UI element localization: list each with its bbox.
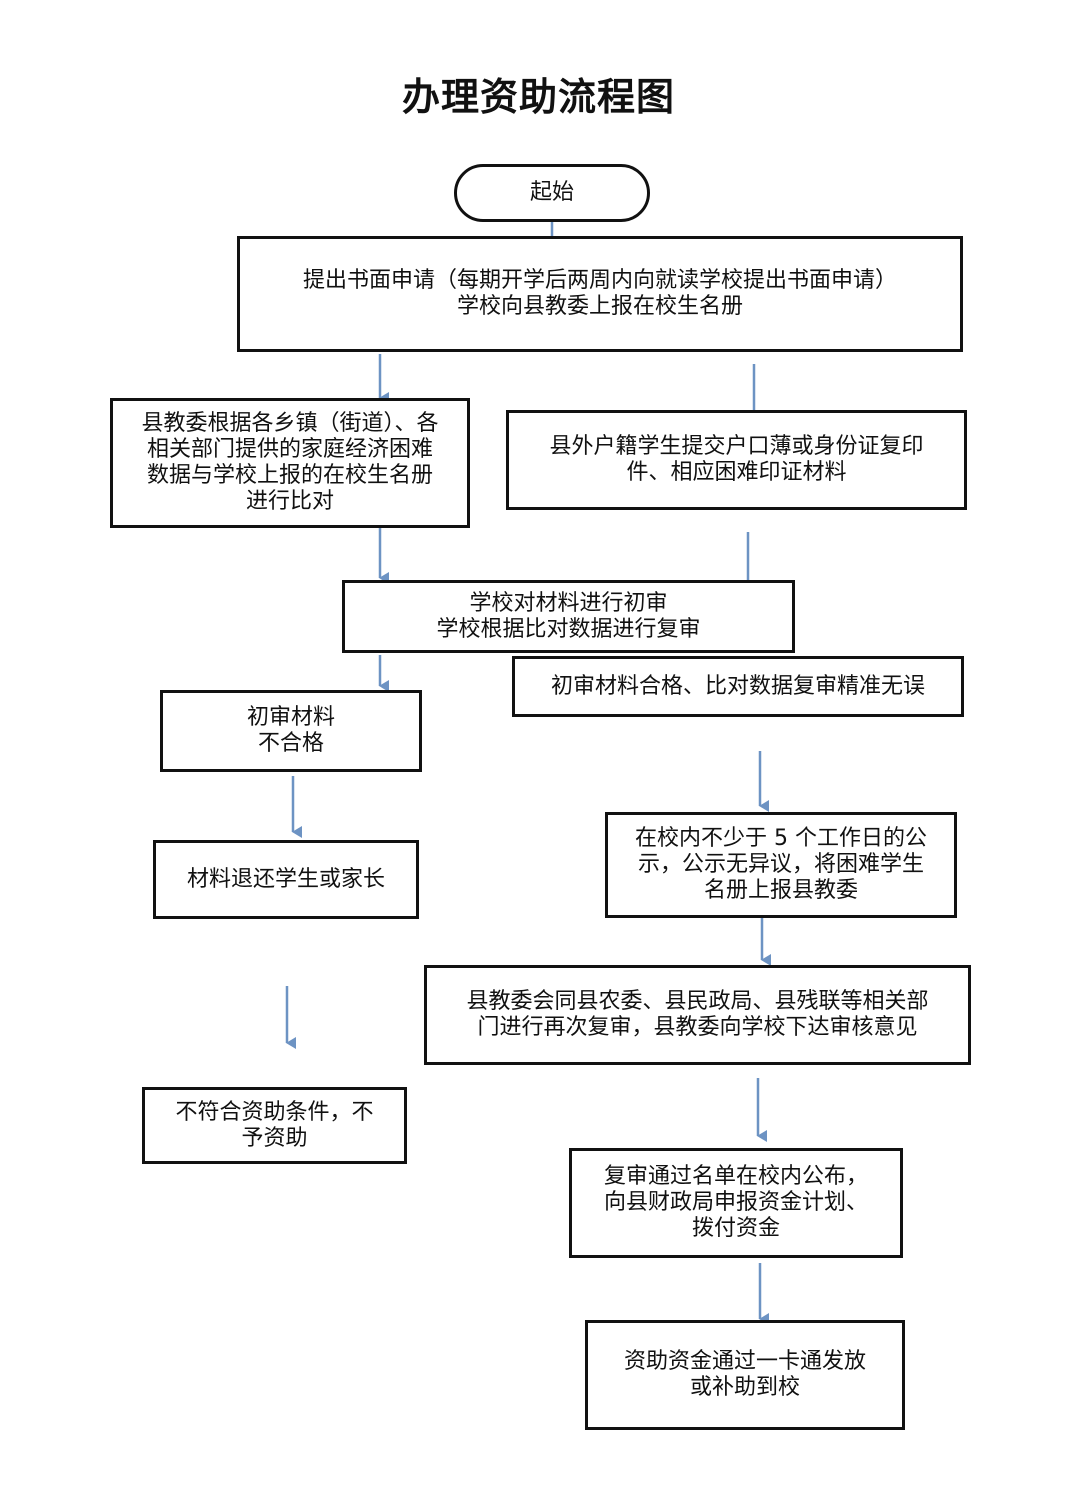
publicity-node: 在校内不少于 5 个工作日的公 示，公示无异议，将困难学生 名册上报县教委: [605, 812, 957, 918]
compare-node-label: 县教委根据各乡镇（街道）、各 相关部门提供的家庭经济困难 数据与学校上报的在校生…: [141, 411, 439, 514]
return-node-label: 材料退还学生或家长: [186, 866, 385, 892]
not-eligible-node-label: 不符合资助条件，不 予资助: [175, 1099, 374, 1151]
start-node-label: 起始: [529, 180, 574, 205]
flowchart-title: 办理资助流程图: [401, 74, 675, 119]
joint-review-node: 县教委会同县农委、县民政局、县残联等相关部 门进行再次复审，县教委向学校下达审核…: [424, 965, 971, 1065]
disburse-node-label: 资助资金通过一卡通发放 或补助到校: [623, 1349, 866, 1400]
apply-node-label: 提出书面申请（每期开学后两周内向就读学校提出书面申请） 学校向县教委上报在校生名…: [302, 268, 897, 319]
start-node: 起始: [454, 164, 650, 222]
not-eligible-node: 不符合资助条件，不 予资助: [142, 1087, 407, 1164]
return-node: 材料退还学生或家长: [153, 840, 419, 919]
fail-node-label: 初审材料 不合格: [246, 705, 335, 756]
review-node: 学校对材料进行初审 学校根据比对数据进行复审: [342, 580, 795, 653]
nonlocal-node-label: 县外户籍学生提交户口薄或身份证复印 件、相应困难印证材料: [549, 434, 924, 485]
pass-node-label: 初审材料合格、比对数据复审精准无误: [550, 673, 925, 699]
joint-review-node-label: 县教委会同县农委、县民政局、县残联等相关部 门进行再次复审，县教委向学校下达审核…: [466, 989, 929, 1040]
fail-node: 初审材料 不合格: [160, 690, 422, 772]
compare-node: 县教委根据各乡镇（街道）、各 相关部门提供的家庭经济困难 数据与学校上报的在校生…: [110, 398, 470, 528]
apply-node: 提出书面申请（每期开学后两周内向就读学校提出书面申请） 学校向县教委上报在校生名…: [237, 236, 963, 352]
nonlocal-node: 县外户籍学生提交户口薄或身份证复印 件、相应困难印证材料: [506, 410, 967, 510]
announce-node: 复审通过名单在校内公布， 向县财政局申报资金计划、 拨付资金: [569, 1148, 903, 1258]
publicity-node-label: 在校内不少于 5 个工作日的公 示，公示无异议，将困难学生 名册上报县教委: [635, 826, 927, 903]
pass-node: 初审材料合格、比对数据复审精准无误: [512, 656, 964, 717]
disburse-node: 资助资金通过一卡通发放 或补助到校: [585, 1320, 905, 1430]
review-node-label: 学校对材料进行初审 学校根据比对数据进行复审: [436, 590, 701, 642]
announce-node-label: 复审通过名单在校内公布， 向县财政局申报资金计划、 拨付资金: [603, 1164, 868, 1241]
